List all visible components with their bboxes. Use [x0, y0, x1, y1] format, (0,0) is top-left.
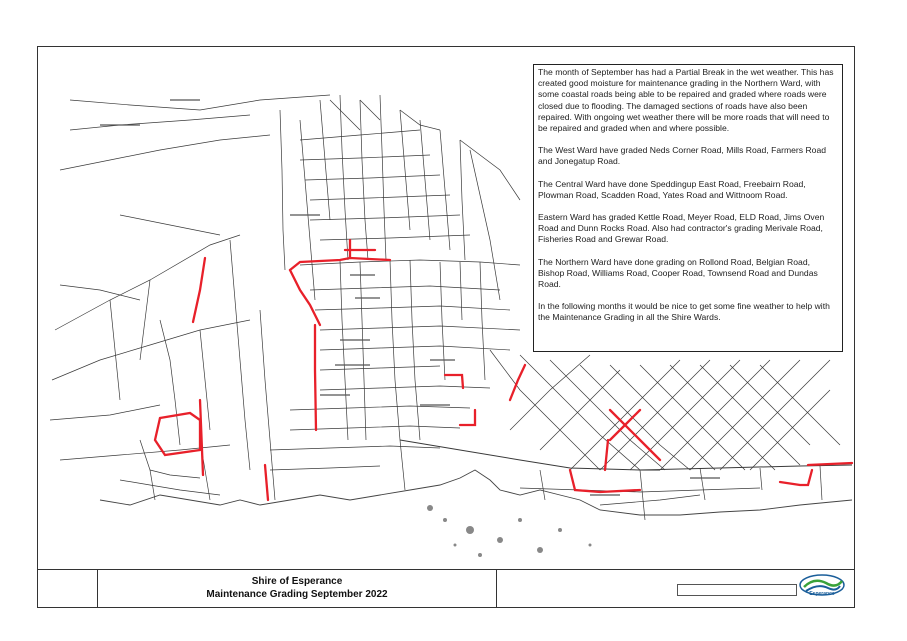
notes-paragraph: The Central Ward have done Speddingup Ea…: [538, 178, 806, 200]
notes-paragraph: Eastern Ward has graded Kettle Road, Mey…: [538, 212, 825, 245]
graded-road: [778, 468, 814, 487]
map-title-shire: Shire of Esperance: [251, 576, 343, 587]
islands: [427, 505, 592, 557]
graded-road: [153, 416, 202, 457]
road-label-marks: [100, 99, 720, 496]
map-title-subject: Maintenance Grading September 2022: [206, 589, 388, 600]
graded-road: [458, 408, 477, 427]
graded-road: [198, 398, 205, 477]
esperance-logo-icon: [799, 574, 845, 596]
notes-paragraph: In the following months it would be nice…: [538, 301, 830, 323]
graded-road: [608, 408, 662, 462]
logo-wordmark: Esperance: [809, 591, 835, 597]
coastline: [99, 469, 853, 516]
graded-road: [603, 438, 610, 472]
title-bar: Shire of Esperance Maintenance Grading S…: [37, 569, 855, 608]
graded-road: [568, 468, 642, 494]
maintenance-notes: The month of September has had a Partial…: [533, 64, 843, 352]
graded-road: [288, 268, 322, 327]
title-block: Shire of Esperance Maintenance Grading S…: [97, 570, 497, 608]
road-network: [49, 94, 853, 521]
notes-paragraph: The Northern Ward have done grading on R…: [538, 256, 818, 290]
graded-road: [806, 461, 854, 467]
graded-road: [443, 373, 465, 390]
graded-road: [288, 256, 392, 272]
graded-road: [608, 408, 642, 442]
map-info-box: [677, 584, 797, 596]
graded-road: [313, 323, 318, 432]
graded-road: [508, 363, 527, 402]
notes-paragraph: The West Ward have graded Neds Corner Ro…: [538, 145, 827, 167]
graded-road: [263, 463, 270, 502]
graded-road: [191, 256, 207, 324]
graded-road: [158, 411, 202, 452]
graded-roads: [153, 238, 854, 502]
notes-paragraph: The month of September has had a Partial…: [538, 67, 834, 134]
